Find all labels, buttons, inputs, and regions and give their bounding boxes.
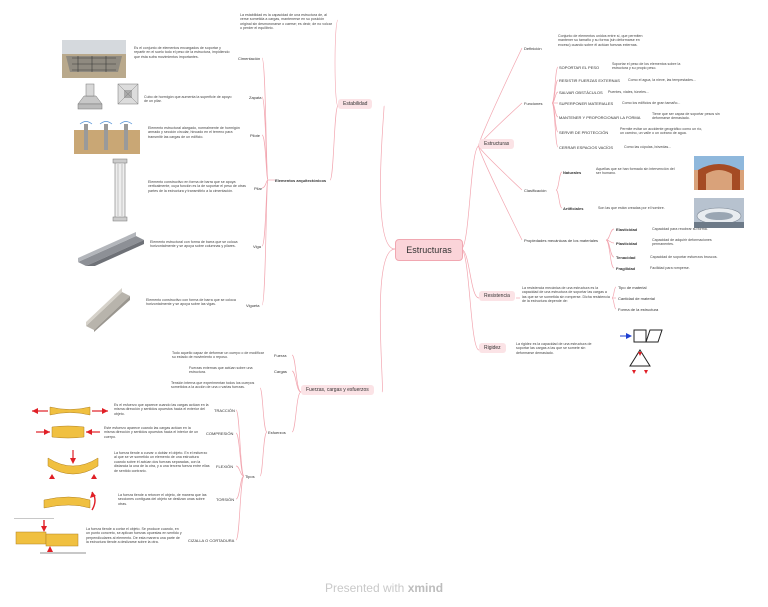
- branch-rigidez[interactable]: Rigidez: [479, 343, 506, 353]
- naturales-text: Aquellas que se han formado sin interven…: [596, 167, 675, 176]
- tipo-torsion-label[interactable]: TORSIÓN: [216, 497, 235, 502]
- branch-fuerzas[interactable]: Fuerzas, cargas y esfuerzos: [301, 385, 374, 395]
- branch-estructuras[interactable]: Estructuras: [479, 139, 515, 149]
- natural-arch-image: [694, 156, 744, 190]
- footer-prefix: Presented with: [324, 581, 405, 595]
- compresion-image: [36, 425, 100, 439]
- cizalla-image: [14, 518, 86, 554]
- tenacidad-label[interactable]: Tenacidad: [616, 255, 636, 260]
- funcion-resistir-label[interactable]: RESISTIR FUERZAS EXTERNAS: [559, 78, 620, 83]
- funcion-superponer-label[interactable]: SUPERPONER MATERIALES: [559, 101, 614, 106]
- viga-text: Elemento estructural con forma de barra …: [150, 240, 238, 249]
- artificiales-label[interactable]: Artificiales: [563, 206, 584, 211]
- zapata-label[interactable]: Zapata: [249, 95, 262, 100]
- cimentacion-image: [62, 40, 126, 78]
- pilar-image: [112, 158, 128, 222]
- traccion-image: [32, 406, 108, 416]
- definicion-label[interactable]: Definición: [524, 46, 542, 51]
- esfuerzos-label[interactable]: Esfuerzos: [268, 430, 286, 435]
- vigueta-label[interactable]: Vigueta: [246, 303, 260, 308]
- funcion-cerrar-text: Como las cúpulas, bóvedas...: [624, 145, 672, 149]
- funcion-salvar-text: Puentes, viales, túneles...: [608, 90, 649, 94]
- vigueta-image: [86, 288, 130, 332]
- funcion-resistir-text: Como el agua, la nieve, las tempestades.…: [628, 78, 696, 82]
- tipo-cizalla-text: La fuerza tiende a cortar el objeto. Se …: [86, 527, 182, 545]
- estabilidad-definition: La estabilidad es la capacidad de una es…: [240, 13, 332, 31]
- tipo-compresion-label[interactable]: COMPRESIÓN: [206, 431, 234, 436]
- pilar-label[interactable]: Pilar: [254, 186, 263, 191]
- artificial-stadium-image: [694, 198, 744, 228]
- tipo-torsion-text: La fuerza tiende a retorcer el objeto, d…: [118, 493, 207, 506]
- zapata-image: [77, 83, 139, 110]
- fragilidad-text: Facilidad para romperse.: [650, 266, 690, 270]
- rigidez-text: La rigidez es la capacidad de una estruc…: [516, 342, 592, 355]
- funcion-mantener-label[interactable]: MANTENER Y PROPORCIONAR LA FORMA: [559, 115, 641, 120]
- tipo-traccion-label[interactable]: TRACCIÓN: [214, 408, 235, 413]
- tipos-label[interactable]: Tipos: [245, 474, 255, 479]
- naturales-label[interactable]: Naturales: [563, 170, 582, 175]
- fragilidad-label[interactable]: Fragilidad: [616, 266, 636, 271]
- funcion-salvar-label[interactable]: SALVAR OBSTÁCULOS: [559, 90, 603, 95]
- cimentacion-label[interactable]: Cimentación: [238, 56, 261, 61]
- resistencia-item-forma[interactable]: Forma de la estructura: [618, 307, 659, 312]
- cargas-label[interactable]: Cargas: [274, 369, 287, 374]
- funcion-soportar-peso-text: Soportar el peso de los elementos sobre …: [612, 62, 681, 71]
- footer-brand: xmind: [407, 581, 444, 595]
- viga-image: [78, 232, 144, 266]
- resistencia-item-tipo[interactable]: Tipo de material: [618, 285, 647, 290]
- cargas-text: Fuerzas externas que actúan sobre una es…: [189, 366, 253, 375]
- cimentacion-text: Es el conjunto de elementos encargados d…: [134, 46, 230, 59]
- plasticidad-text: Capacidad de adquirir deformaciones perm…: [652, 238, 712, 247]
- pilote-label[interactable]: Pilote: [250, 133, 261, 138]
- footer-credit: Presented with xmind: [0, 581, 768, 595]
- fuerza-text: Todo aquello capaz de deformar un cuerpo…: [172, 351, 264, 360]
- propiedades-label[interactable]: Propiedades mecánicas de los materiales: [524, 238, 599, 243]
- funcion-proteccion-text: Permite evitar un accidente geográfico c…: [620, 127, 703, 136]
- funcion-soportar-peso-label[interactable]: SOPORTAR EL PESO: [559, 65, 600, 70]
- funcion-proteccion-label[interactable]: SERVIR DE PROTECCIÓN: [559, 130, 609, 135]
- funcion-cerrar-label[interactable]: CERRAR ESPACIOS VACÍOS: [559, 145, 614, 150]
- tipo-compresion-text: Este esfuerzo aparece cuando las cargas …: [104, 426, 199, 439]
- pilote-text: Elemento estructural alargado, normalmen…: [148, 126, 240, 139]
- torsion-image: [43, 491, 96, 511]
- rigidez-image: [620, 329, 663, 374]
- branch-estabilidad[interactable]: Estabilidad: [338, 99, 373, 109]
- funciones-label[interactable]: Funciones: [524, 101, 543, 106]
- fuerza-label[interactable]: Fuerza: [274, 353, 287, 358]
- resistencia-item-cantidad[interactable]: Cantidad de material: [618, 296, 655, 301]
- flexion-image: [47, 450, 99, 479]
- zapata-text: Cubo de hormigón que aumenta la superfic…: [144, 95, 232, 104]
- elasticidad-label[interactable]: Elasticidad: [616, 227, 638, 232]
- tenacidad-text: Capacidad de soportar esfuerzos bruscos.: [650, 255, 718, 259]
- vigueta-text: Elemento constructivo con forma de barra…: [146, 298, 236, 307]
- viga-label[interactable]: Viga: [253, 244, 261, 249]
- tipo-flexion-text: La fuerza tiende a curvar o doblar el ob…: [114, 451, 210, 473]
- esfuerzos-text: Tensión interna que experimentan todos l…: [171, 381, 255, 390]
- plasticidad-label[interactable]: Plasticidad: [616, 241, 638, 246]
- tipo-traccion-text: Es el esfuerzo que aparece cuando las ca…: [114, 403, 209, 416]
- branch-resistencia[interactable]: Resistencia: [479, 291, 515, 301]
- pilar-text: Elemento constructivo en forma de barra …: [148, 180, 246, 193]
- tipo-cizalla-label[interactable]: CIZALLA O CORTADURA: [188, 538, 235, 543]
- definicion-text: Conjunto de elementos unidos entre sí, q…: [558, 34, 643, 47]
- funcion-mantener-text: Tiene que ser capaz de soportar pesos si…: [652, 112, 720, 121]
- artificiales-text: Son las que están creadas por el hombre.: [598, 206, 665, 210]
- clasificacion-label[interactable]: Clasificación: [524, 188, 547, 193]
- elementos-arquitectonicos-label[interactable]: Elementos arquitectónicos: [275, 178, 327, 183]
- funcion-superponer-text: Como los edificios de gran tamaño...: [622, 101, 681, 105]
- pilote-image: [74, 121, 140, 154]
- central-topic[interactable]: Estructuras: [395, 239, 463, 261]
- tipo-flexion-label[interactable]: FLEXIÓN: [216, 464, 234, 469]
- resistencia-text: La resistencia mecánica de una estructur…: [522, 286, 610, 304]
- elasticidad-text: Capacidad para recobrar su forma.: [652, 227, 708, 231]
